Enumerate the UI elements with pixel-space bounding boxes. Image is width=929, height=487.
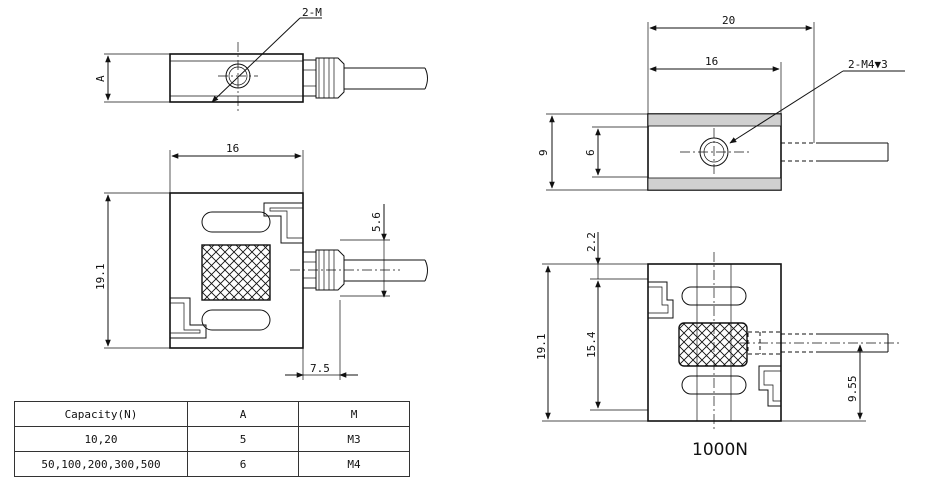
dim-width-16: 16: [226, 142, 239, 155]
right-front-view: 2.2 19.1 15.4 9.55: [535, 232, 900, 432]
sensor-body-top-right: [647, 113, 782, 191]
dim-22: 2.2: [585, 232, 598, 252]
cell-m: M4: [298, 451, 410, 477]
connector-nut: [302, 59, 317, 97]
label-thread-m4: 2-M4▼3: [848, 58, 888, 71]
header-a: A: [187, 401, 299, 427]
cell-a: 5: [187, 426, 299, 452]
cell-m: M3: [298, 426, 410, 452]
dim-955: 9.55: [846, 376, 859, 403]
table-row: 10,20 5 M3: [14, 426, 410, 452]
dim-top-16: 16: [705, 55, 718, 68]
header-capacity: Capacity(N): [14, 401, 188, 427]
model-label: 1000N: [692, 440, 748, 460]
cell-capacity: 10,20: [14, 426, 188, 452]
dim-top-9: 9: [537, 149, 550, 156]
dim-offset-75: 7.5: [310, 362, 330, 375]
table-header-row: Capacity(N) A M: [14, 401, 410, 427]
top-left-view: 2-M A: [94, 6, 428, 112]
sensor-body-front-right: [647, 263, 782, 422]
label-2m: 2-M: [302, 6, 322, 19]
header-m: M: [298, 401, 410, 427]
cell-capacity: 50,100,200,300,500: [14, 451, 188, 477]
upper-slot: [201, 211, 271, 233]
strain-gauge: [201, 244, 271, 301]
front-left-view: 16 19.1 5.6 7.5: [94, 142, 428, 380]
dim-top-6: 6: [584, 149, 597, 156]
dim-191-right: 19.1: [535, 334, 548, 361]
dim-154: 15.4: [585, 331, 598, 358]
label-a: A: [94, 75, 107, 82]
strain-gauge-right: [678, 322, 748, 367]
right-top-view: 20 16 2-M4▼3 9 6: [537, 14, 905, 191]
capacity-table: Capacity(N) A M 10,20 5 M3 50,100,200,30…: [14, 401, 410, 477]
table-row: 50,100,200,300,500 6 M4: [14, 451, 410, 477]
dim-height-191: 19.1: [94, 264, 107, 291]
lower-slot: [201, 309, 271, 331]
dim-port-56: 5.6: [370, 212, 383, 232]
dim-top-20: 20: [722, 14, 735, 27]
cell-a: 6: [187, 451, 299, 477]
